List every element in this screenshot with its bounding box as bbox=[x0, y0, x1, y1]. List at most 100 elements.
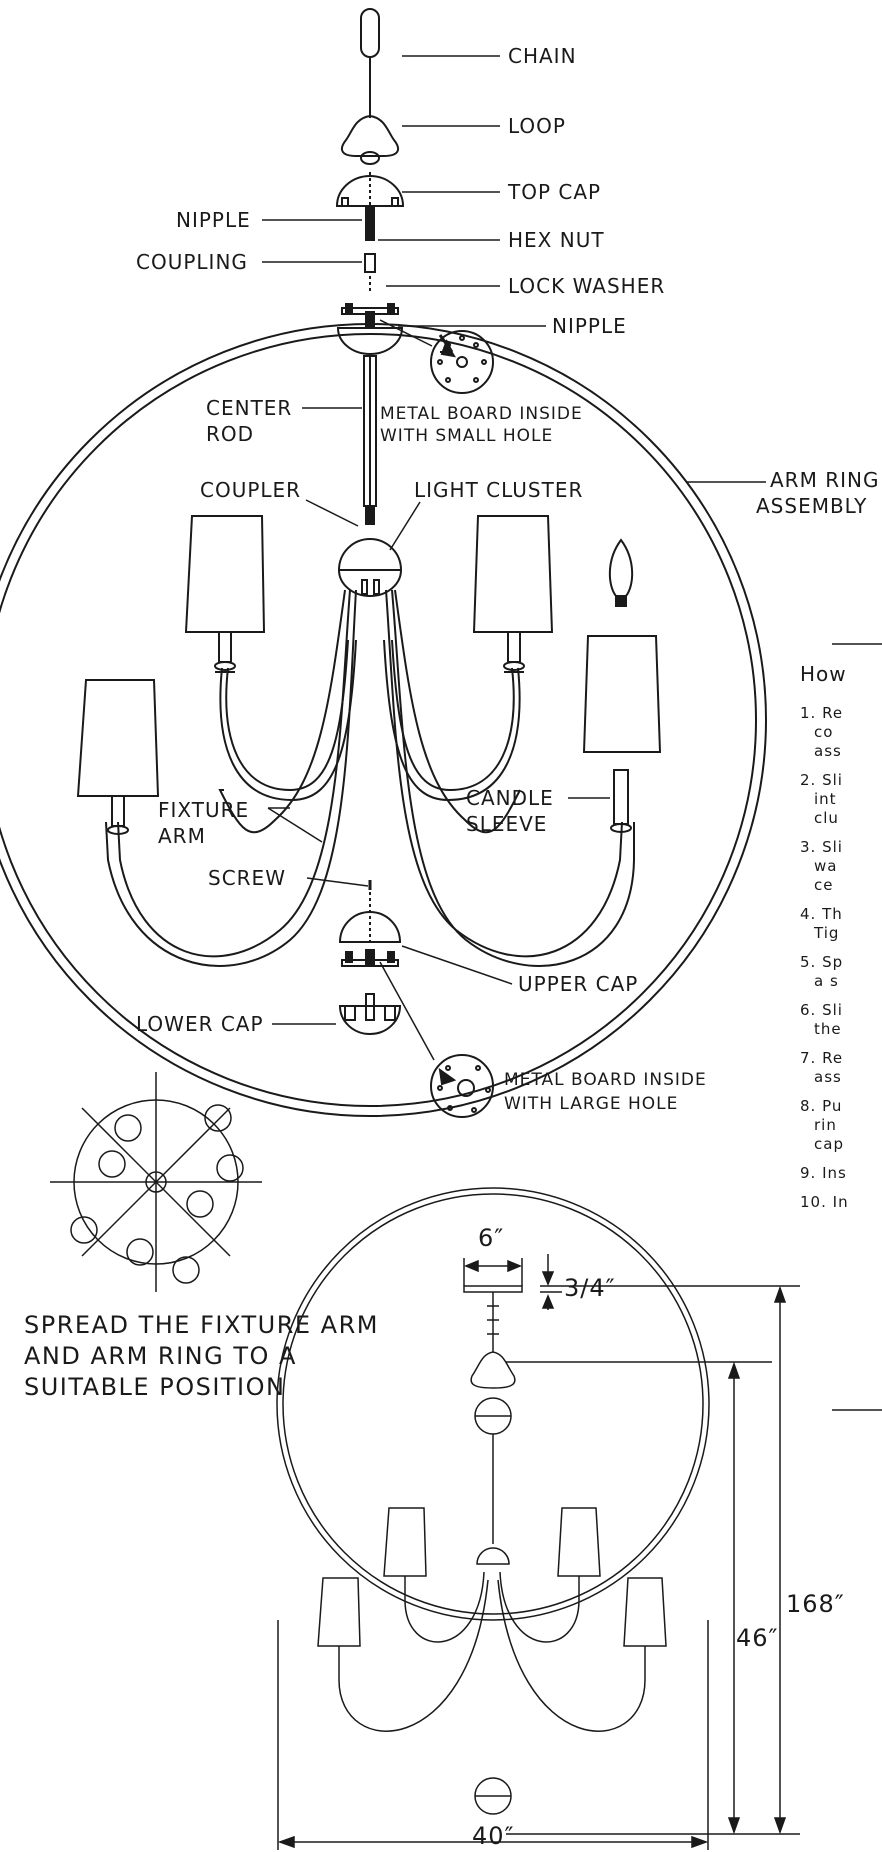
chain-link bbox=[360, 8, 380, 118]
instruction-step-line: 2. Sli bbox=[800, 771, 882, 790]
shade-upper-right bbox=[472, 515, 554, 673]
bulb bbox=[608, 538, 634, 607]
instruction-step-line: ass bbox=[814, 742, 842, 760]
label-light-cluster: LIGHT CLUSTER bbox=[414, 478, 584, 502]
spread-note-line-3: SUITABLE POSITION bbox=[24, 1373, 286, 1401]
dim-canopy-width: 6″ bbox=[478, 1224, 505, 1252]
label-metal-board-large-1: METAL BOARD INSIDE bbox=[504, 1070, 707, 1090]
instruction-step-number: 4. bbox=[800, 905, 817, 923]
label-coupling: COUPLING bbox=[136, 250, 248, 274]
fixture-arms bbox=[105, 589, 635, 967]
instruction-step-line: 3. Sli bbox=[800, 838, 882, 857]
instruction-step-text: Sli bbox=[822, 838, 843, 856]
instruction-step-number: 2. bbox=[800, 771, 817, 789]
label-fixture-arm-1: FIXTURE bbox=[158, 798, 250, 822]
label-top-cap: TOP CAP bbox=[508, 180, 602, 204]
lower-cap bbox=[338, 993, 402, 1035]
top-cap bbox=[335, 172, 405, 208]
instruction-step-text: Th bbox=[822, 905, 843, 923]
label-center-rod-1: CENTER bbox=[206, 396, 293, 420]
dimension-drawing bbox=[276, 1187, 800, 1850]
candle-sleeve bbox=[582, 635, 662, 833]
instruction-step-number: 9. bbox=[800, 1164, 817, 1182]
instruction-step-text: Pu bbox=[822, 1097, 843, 1115]
label-coupler: COUPLER bbox=[200, 478, 302, 502]
top-junction bbox=[336, 303, 404, 355]
instruction-step-line: 4. Th bbox=[800, 905, 882, 924]
instruction-step-line: 1. Re bbox=[800, 704, 882, 723]
spread-note-line-2: AND ARM RING TO A bbox=[24, 1342, 297, 1370]
instruction-step-number: 6. bbox=[800, 1001, 817, 1019]
label-nipple-lower: NIPPLE bbox=[552, 314, 627, 338]
label-screw: SCREW bbox=[208, 866, 286, 890]
instruction-step-line: rin bbox=[814, 1116, 837, 1134]
coupling bbox=[364, 253, 376, 273]
dim-overall-height: 168″ bbox=[786, 1590, 845, 1618]
instruction-step-line: co bbox=[814, 723, 834, 741]
dim-fixture-height: 46″ bbox=[736, 1624, 779, 1652]
instructions-title: How bbox=[800, 662, 847, 686]
instruction-step-text: Sli bbox=[822, 771, 843, 789]
label-candle-sleeve-2: SLEEVE bbox=[466, 812, 548, 836]
label-metal-board-large-2: WITH LARGE HOLE bbox=[504, 1094, 679, 1114]
label-upper-cap: UPPER CAP bbox=[518, 972, 639, 996]
upper-cap bbox=[338, 892, 402, 943]
instruction-step-text: In bbox=[832, 1193, 849, 1211]
shade-upper-left bbox=[184, 515, 266, 673]
instruction-step-text: Sli bbox=[822, 1001, 843, 1019]
instruction-step-line: wa bbox=[814, 857, 838, 875]
instruction-step-line: 10. In bbox=[800, 1193, 882, 1212]
instruction-step-line: int bbox=[814, 790, 837, 808]
label-candle-sleeve-1: CANDLE bbox=[466, 786, 554, 810]
nipple-upper bbox=[365, 207, 375, 241]
instruction-step-line: 8. Pu bbox=[800, 1097, 882, 1116]
label-lower-cap: LOWER CAP bbox=[136, 1012, 264, 1036]
label-hex-nut: HEX NUT bbox=[508, 228, 605, 252]
bottom-junction bbox=[341, 949, 399, 967]
label-center-rod-2: ROD bbox=[206, 422, 255, 446]
instruction-step-line: Tig bbox=[814, 924, 840, 942]
instruction-step-number: 3. bbox=[800, 838, 817, 856]
instruction-step-text: Re bbox=[822, 704, 844, 722]
instruction-step-line: 5. Sp bbox=[800, 953, 882, 972]
instruction-step-number: 1. bbox=[800, 704, 817, 722]
center-rod bbox=[363, 355, 377, 525]
instruction-step-number: 5. bbox=[800, 953, 817, 971]
instruction-step-number: 7. bbox=[800, 1049, 817, 1067]
instruction-step-number: 8. bbox=[800, 1097, 817, 1115]
instruction-step-line: 9. Ins bbox=[800, 1164, 882, 1183]
shade-lower-left bbox=[76, 679, 160, 835]
label-arm-ring-1: ARM RING bbox=[770, 468, 880, 492]
instruction-step-line: a s bbox=[814, 972, 839, 990]
metal-board-small bbox=[430, 330, 494, 394]
light-cluster bbox=[337, 538, 403, 597]
instruction-step-text: Ins bbox=[822, 1164, 847, 1182]
label-lock-washer: LOCK WASHER bbox=[508, 274, 666, 298]
instruction-step-text: Sp bbox=[822, 953, 844, 971]
instruction-step-text: Re bbox=[822, 1049, 844, 1067]
label-chain: CHAIN bbox=[508, 44, 577, 68]
instruction-step: 9. Ins bbox=[800, 1164, 882, 1183]
instruction-step-line: the bbox=[814, 1020, 842, 1038]
instruction-step-line: clu bbox=[814, 809, 839, 827]
metal-board-large bbox=[430, 1054, 494, 1118]
label-metal-board-small-1: METAL BOARD INSIDE bbox=[380, 404, 583, 424]
dim-canopy-height: 3/4″ bbox=[564, 1274, 616, 1302]
instruction-step-line: 6. Sli bbox=[800, 1001, 882, 1020]
spread-note: SPREAD THE FIXTURE ARM AND ARM RING TO A… bbox=[24, 1310, 379, 1403]
loop bbox=[340, 114, 400, 165]
label-nipple-upper: NIPPLE bbox=[176, 208, 251, 232]
label-arm-ring-2: ASSEMBLY bbox=[756, 494, 868, 518]
label-loop: LOOP bbox=[508, 114, 566, 138]
instruction-step-line: ce bbox=[814, 876, 834, 894]
dim-fixture-width: 40″ bbox=[472, 1822, 515, 1850]
instruction-step-number: 10. bbox=[800, 1193, 827, 1211]
